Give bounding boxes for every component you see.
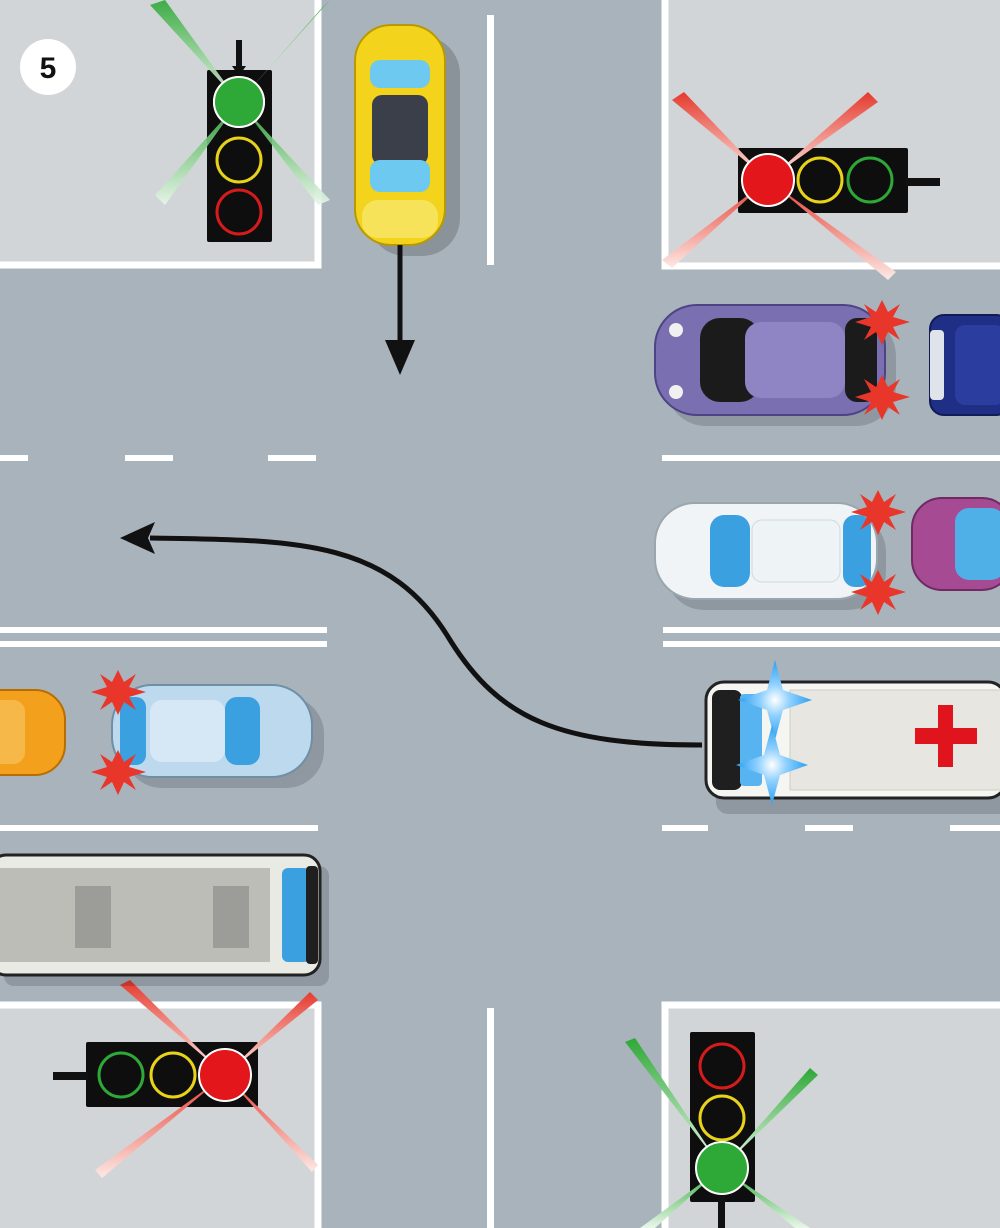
- blue-car-brake-lights: [91, 670, 146, 795]
- ambulance-path: [120, 522, 703, 748]
- yellow-car: [354, 24, 460, 256]
- step-badge-number: 5: [40, 52, 57, 85]
- magenta-car: [911, 497, 1000, 591]
- step-badge: 5: [20, 39, 76, 95]
- ambulance-red-cross: [915, 705, 977, 767]
- blue-car: [111, 684, 324, 788]
- white-car: [654, 502, 886, 610]
- navy-car: [929, 314, 1000, 416]
- south-east-signal: [625, 1032, 818, 1228]
- green-glow-rays: [150, 0, 330, 205]
- lane-markings: [0, 15, 1000, 1228]
- yellow-car-path: [385, 245, 415, 375]
- north-west-signal: [150, 0, 330, 242]
- purple-car: [654, 304, 896, 426]
- purple-car-brake-lights: [855, 300, 910, 420]
- ambulance-emergency-lights: [736, 660, 812, 805]
- bus: [0, 853, 329, 986]
- south-west-signal: [53, 980, 318, 1178]
- orange-car: [0, 689, 66, 776]
- north-east-signal: [662, 92, 940, 280]
- white-car-brake-lights: [851, 490, 906, 615]
